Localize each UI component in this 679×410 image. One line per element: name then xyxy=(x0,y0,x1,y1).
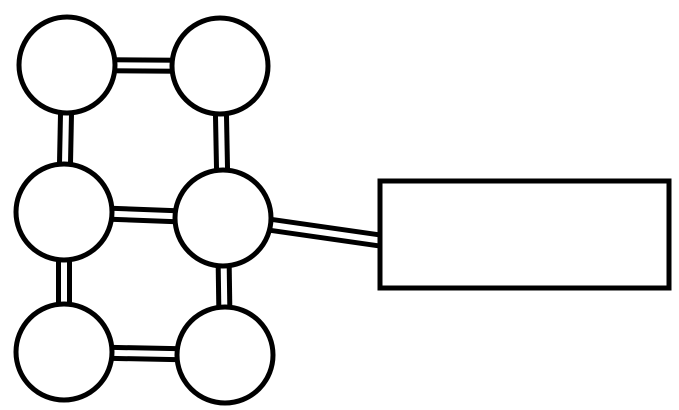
bond-line-n3-n4 xyxy=(106,216,180,225)
bond-line-n3-n4 xyxy=(107,205,181,214)
circle-node-n6 xyxy=(174,304,276,406)
bond-line-n1-n3 xyxy=(56,108,64,169)
circle-node-n1 xyxy=(16,14,118,116)
bond-line-n4-b1 xyxy=(266,216,382,238)
circle-node-n4 xyxy=(172,167,274,269)
bond-line-n1-n3 xyxy=(67,108,75,169)
connections xyxy=(56,57,382,363)
bond-line-n4-n6 xyxy=(215,261,222,312)
bond-line-n5-n6 xyxy=(107,355,182,363)
circle-node-n5 xyxy=(13,301,115,403)
circle-node-n3 xyxy=(13,161,115,263)
circle-node-n2 xyxy=(169,15,271,117)
nodes xyxy=(13,14,672,406)
bond-line-n5-n6 xyxy=(107,344,182,352)
bond-line-n2-n4 xyxy=(223,109,231,175)
bond-line-n4-n6 xyxy=(226,261,233,312)
bond-line-n2-n4 xyxy=(212,109,220,175)
bond-line-n4-b1 xyxy=(264,227,380,249)
rectangle-box-b1 xyxy=(377,178,672,291)
